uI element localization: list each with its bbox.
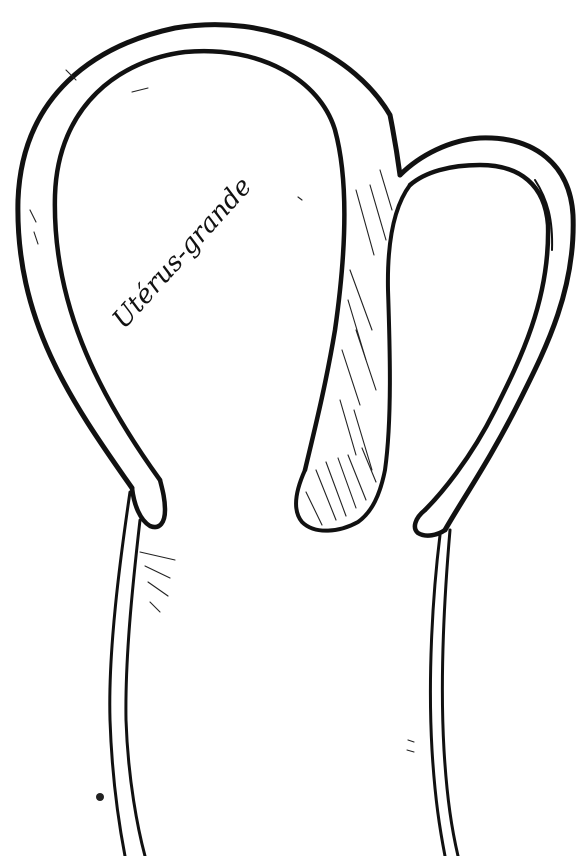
large-chamber-lip (132, 480, 165, 527)
septum-hatching (306, 170, 392, 525)
small-chamber-lip (415, 510, 445, 536)
handwritten-label-group: Utérus-grande (107, 172, 258, 335)
large-chamber-inner-wall (55, 51, 345, 480)
small-chamber-outer-wall (400, 138, 573, 530)
right-canal-inner-wall (442, 530, 458, 856)
handwritten-label: Utérus-grande (107, 172, 258, 335)
left-canal-inner-wall (126, 520, 145, 856)
left-canal-hatching (140, 552, 175, 612)
stray-marks (30, 70, 414, 801)
septum-outline (296, 185, 410, 531)
small-chamber-inner-wall (410, 165, 548, 510)
